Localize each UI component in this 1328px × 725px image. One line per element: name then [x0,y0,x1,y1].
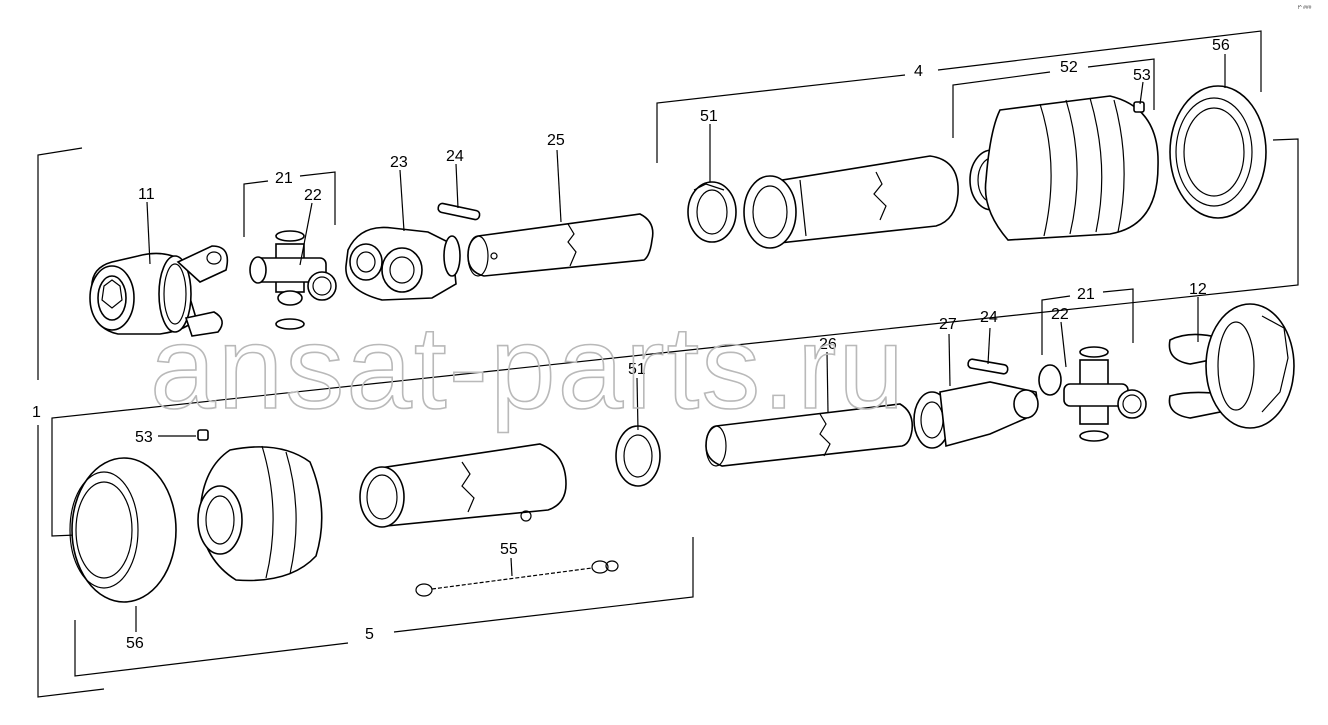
part-27-outer-yoke [913,381,1039,449]
part-21-cross-journal-bottom [1038,346,1147,442]
label-22-bottom: 22 [1051,306,1069,323]
bracket-group-5 [74,537,694,677]
bracket-group-21a [243,171,336,237]
label-22-top: 22 [304,187,322,204]
corner-code: f^ ### [1298,5,1312,11]
label-4: 4 [914,63,923,80]
bracket-assembly-1 [37,147,105,698]
label-21-top: 21 [275,170,293,187]
part-53-screw-bottom [197,429,209,441]
part-53-screw-top [1133,101,1145,113]
part-25-inner-tube [467,213,654,277]
label-27: 27 [939,316,957,333]
bracket-group-4 [656,30,1262,163]
label-23: 23 [390,154,408,171]
label-5: 5 [365,626,374,643]
part-56-cap-bottom [69,457,177,603]
label-51-top: 51 [700,108,718,125]
label-52: 52 [1060,59,1078,76]
part-4-outer-guard-tube [743,155,959,249]
label-56-top: 56 [1212,37,1230,54]
label-24-top: 24 [446,148,464,165]
leader-lines [135,54,1226,632]
part-21-cross-journal-top [249,230,337,330]
label-1: 1 [32,404,41,421]
part-outer-tube-bottom [359,443,567,528]
label-51-bottom: 51 [628,361,646,378]
bracket-group-52 [952,58,1155,138]
part-11-splined-yoke [89,245,229,337]
label-11: 11 [138,186,155,203]
assembly-divider [51,138,1299,537]
part-52-guard-cone [969,95,1159,241]
part-12-implement-yoke [1168,303,1295,429]
part-55-safety-chain [415,560,619,597]
part-52-guard-cone-bottom [197,445,323,582]
part-51-bearing-ring-top [687,181,737,243]
part-23-inner-yoke [345,226,461,301]
label-26: 26 [819,336,837,353]
label-12: 12 [1189,281,1207,298]
label-55: 55 [500,541,518,558]
label-25: 25 [547,132,565,149]
label-56-bottom: 56 [126,635,144,652]
callout-labels: 1 4 5 11 12 21 21 22 22 23 24 24 25 26 2… [32,37,1230,652]
label-21-bottom: 21 [1077,286,1095,303]
part-24-pin-top [437,202,481,221]
part-51-bearing-ring-bottom [615,425,661,487]
label-53-bottom: 53 [135,429,153,446]
part-56-cap-top [1169,85,1267,219]
label-53-top: 53 [1133,67,1151,84]
bracket-group-21b [1041,288,1134,355]
watermark: ansat-parts.ru [150,302,906,434]
label-24-bottom: 24 [980,309,998,326]
part-26-inner-tube-bottom [705,403,914,467]
